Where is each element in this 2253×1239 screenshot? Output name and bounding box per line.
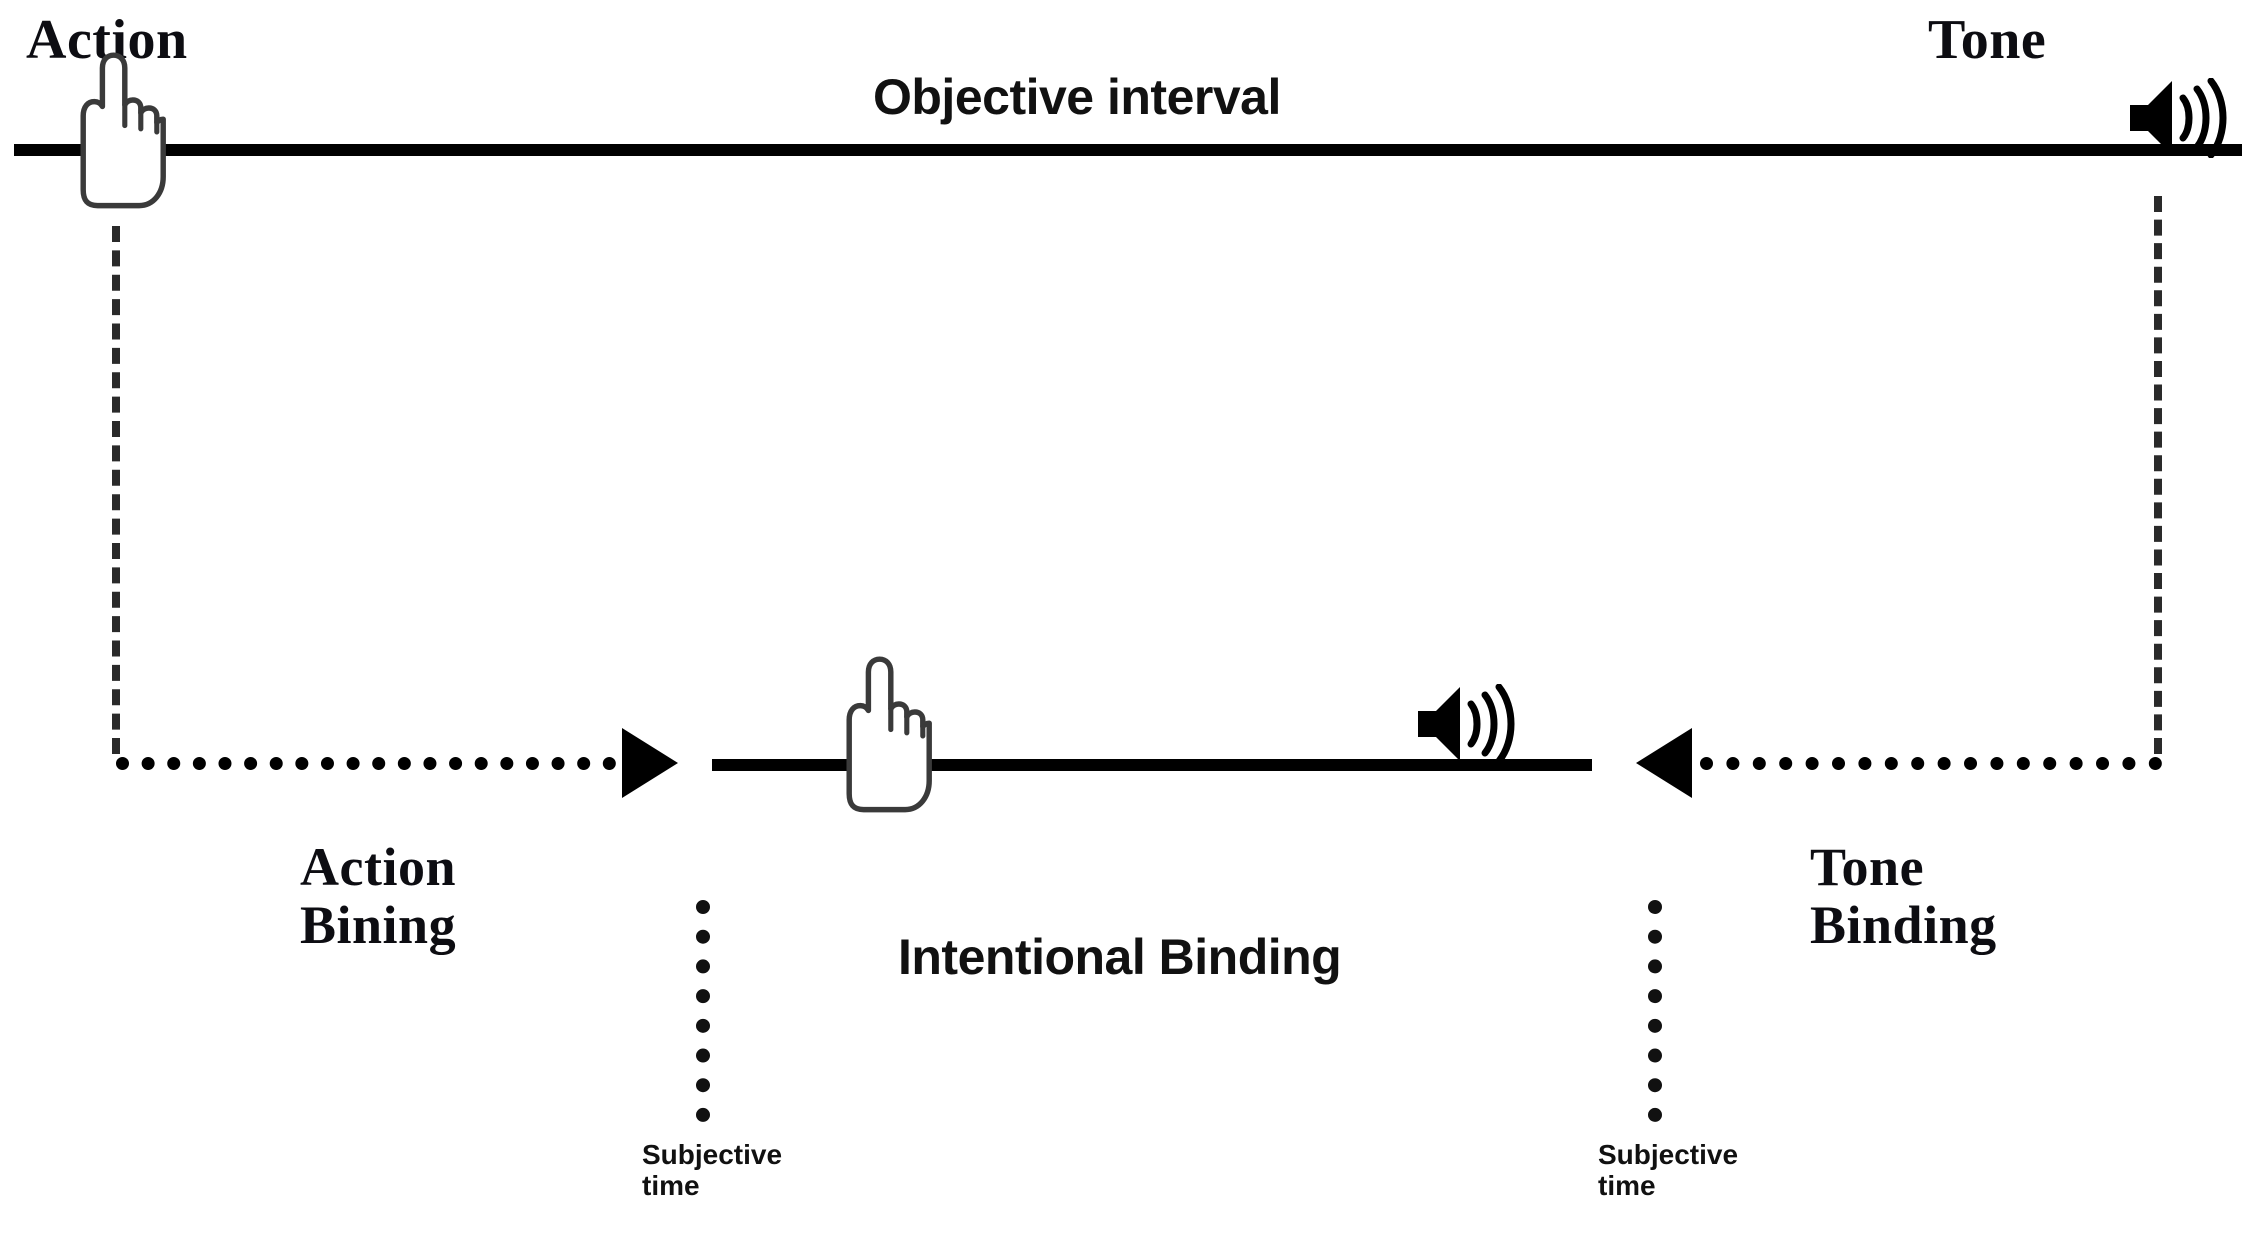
- speaker-sound-icon: [2126, 78, 2230, 158]
- intentional-binding-label: Intentional Binding: [898, 929, 1342, 985]
- pointing-hand-icon: [838, 656, 934, 816]
- tone-binding-dotted-line: [1700, 757, 2162, 770]
- subjective-time-label-left: Subjective time: [642, 1139, 783, 1201]
- objective-interval-label: Objective interval: [873, 69, 1281, 125]
- pointing-hand-icon: [72, 52, 168, 212]
- tone-label: Tone: [1928, 9, 2047, 71]
- action-binding-dotted-line: [116, 757, 616, 770]
- objective-timeline-bar: [14, 144, 2242, 156]
- tone-binding-label: Tone Binding: [1810, 837, 1997, 956]
- action-binding-arrowhead-icon: [622, 728, 678, 798]
- tone-projection-line: [2154, 196, 2162, 754]
- subjective-time-label-right: Subjective time: [1598, 1139, 1739, 1201]
- action-projection-line: [112, 226, 120, 754]
- subjective-time-marker-left: [696, 900, 710, 1122]
- action-binding-label: Action Bining: [300, 837, 457, 956]
- subjective-time-marker-right: [1648, 900, 1662, 1122]
- tone-binding-arrowhead-icon: [1636, 728, 1692, 798]
- speaker-sound-icon: [1414, 684, 1518, 764]
- subjective-timeline-bar: [712, 759, 1592, 771]
